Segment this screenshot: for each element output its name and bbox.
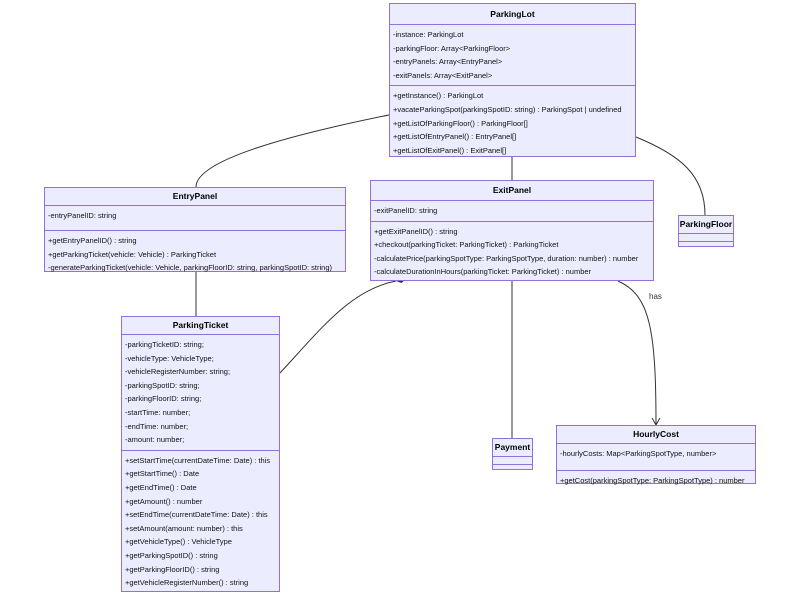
method-row: +getInstance() : ParkingLot (393, 91, 484, 101)
method-row: +getParkingFloorID() : string (125, 564, 220, 574)
method-row: +getParkingSpotID() : string (125, 550, 218, 560)
method-row: +getListOfParkingFloor() : ParkingFloor[… (393, 118, 528, 128)
edge-parkinglot-parkingfloor (626, 132, 706, 216)
method-row: +checkout(parkingTicket: ParkingTicket) … (374, 240, 559, 250)
method-row: +getAmount() : number (125, 496, 203, 506)
method-row: +getListOfExitPanel() : ExitPanel[] (393, 145, 507, 155)
attribute-row: -exitPanels: Array<ExitPanel> (393, 70, 493, 80)
attribute-row: -entryPanels: Array<EntryPanel> (393, 57, 503, 67)
attributes-section: -exitPanelID: string (371, 200, 653, 221)
class-name: HourlyCost (633, 429, 679, 439)
attributes-section: -parkingTicketID: string; -vehicleType: V… (122, 334, 279, 450)
attribute-row: -startTime: number; (125, 407, 191, 417)
attribute-row: -entryPanelID: string (48, 211, 117, 220)
attribute-row: -endTime: number; (125, 421, 189, 431)
method-row: +setStartTime(currentDateTime: Date) : t… (125, 455, 271, 465)
attributes-section: -entryPanelID: string (45, 205, 345, 230)
attribute-row: -parkingFloorID: string; (125, 394, 202, 404)
class-exitpanel: ExitPanel -exitPanelID: string +getExitPan… (370, 180, 654, 281)
edge-exitpanel-hourlycost (617, 280, 661, 427)
method-row: +getEntryPanelID() : string (48, 236, 137, 245)
methods-section: +setStartTime(currentDateTime: Date) : t… (122, 449, 279, 593)
attribute-row: -vehicleRegisterNumber: string; (125, 367, 231, 377)
attribute-row: -vehicleType: VehicleType; (125, 353, 214, 363)
methods-section (679, 241, 733, 242)
methods-section: +getInstance() : ParkingLot +vacateParkin… (390, 85, 635, 160)
method-row: +getCost(parkingSpotType: ParkingSpotTyp… (560, 476, 745, 485)
methods-section: +getCost(parkingSpotType: ParkingSpotTyp… (557, 470, 755, 491)
attributes-section: -hourlyCosts: Map<ParkingSpotType, numbe… (557, 443, 755, 470)
attributes-section: -instance: ParkingLot -parkingFloor: Arra… (390, 24, 635, 85)
method-row: -calculatePrice(parkingSpotType: Parking… (374, 253, 639, 263)
method-row: +getEndTime() : Date (125, 482, 197, 492)
method-row: +getStartTime() : Date (125, 469, 200, 479)
attribute-row: -parkingTicketID: string; (125, 340, 204, 349)
edge-parkinglot-entrypanel (195, 111, 399, 188)
class-entrypanel: EntryPanel -entryPanelID: string +getEntry… (44, 187, 346, 272)
attribute-row: -hourlyCosts: Map<ParkingSpotType, numbe… (560, 449, 717, 458)
method-row: +getListOfEntryPanel() : EntryPanel[] (393, 132, 517, 142)
method-row: +setAmount(amount: number) : this (125, 523, 243, 533)
method-row: -generateParkingTicket(vehicle: Vehicle,… (48, 263, 333, 273)
class-name: ExitPanel (492, 185, 532, 195)
class-name: ParkingTicket (172, 320, 229, 330)
class-parkingticket: ParkingTicket -parkingTicketID: string; -v… (121, 316, 280, 592)
class-name: Payment (494, 442, 531, 452)
method-row: +vacateParkingSpot(parkingSpotID: string… (393, 104, 622, 114)
attributes-section (493, 456, 532, 464)
edge-exitpanel-parkingticket (279, 277, 406, 374)
attribute-row: -instance: ParkingLot (393, 30, 464, 39)
method-row: +setEndTime(currentDateTime: Date) : thi… (125, 510, 268, 520)
method-row: +getVehicleRegisterNumber() : string (125, 578, 249, 588)
method-row: +getVehicleType() : VehicleType (125, 537, 232, 547)
methods-section (493, 464, 532, 465)
attributes-section (679, 233, 733, 241)
attribute-row: -amount: number; (125, 435, 185, 445)
class-hourlycost: HourlyCost -hourlyCosts: Map<ParkingSpotT… (556, 425, 756, 485)
class-name: EntryPanel (172, 191, 218, 201)
method-row: +getParkingTicket(vehicle: Vehicle) : Pa… (48, 249, 217, 259)
attribute-row: -exitPanelID: string (374, 206, 438, 215)
method-row: +getExitPanelID() : string (374, 226, 458, 236)
class-parkingfloor: ParkingFloor (678, 215, 734, 247)
attribute-row: -parkingFloor: Array<ParkingFloor> (393, 43, 511, 53)
edge-label-has: has (649, 292, 662, 301)
class-name: ParkingFloor (679, 219, 733, 229)
class-payment: Payment (492, 438, 533, 470)
class-name: ParkingLot (490, 9, 535, 19)
attribute-row: -parkingSpotID: string; (125, 380, 200, 390)
method-row: -calculateDurationInHours(parkingTicket:… (374, 267, 592, 277)
methods-section: +getEntryPanelID() : string +getParkingTi… (45, 230, 345, 278)
methods-section: +getExitPanelID() : string +checkout(park… (371, 220, 653, 282)
class-parkinglot: ParkingLot -instance: ParkingLot -parkingF… (389, 3, 636, 157)
